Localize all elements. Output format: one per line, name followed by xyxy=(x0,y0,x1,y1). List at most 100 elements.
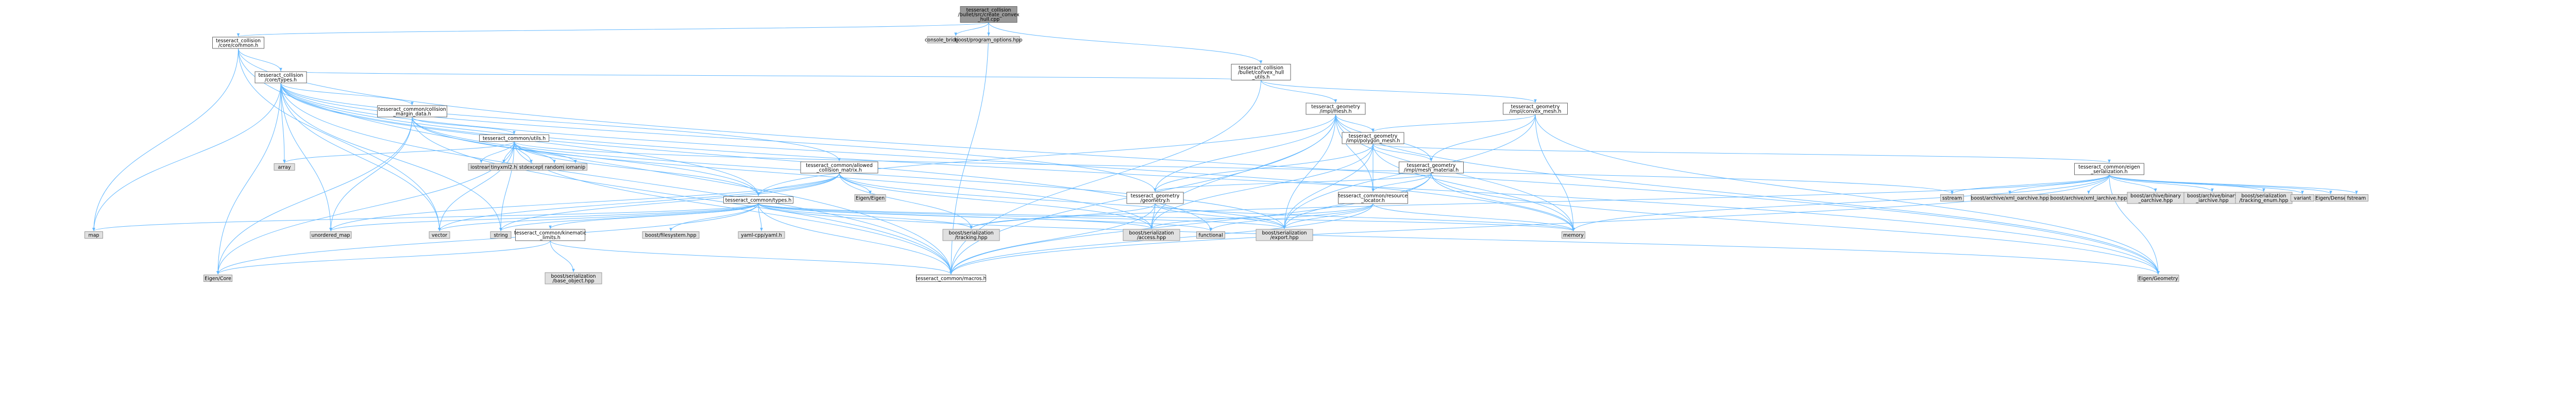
node-sstream: sstream xyxy=(1941,195,1964,201)
node-label: variant xyxy=(2294,196,2311,201)
node-functional: functional xyxy=(1197,232,1225,239)
node-ser-access: boost/serialization/access.hpp xyxy=(1123,229,1180,241)
edge-collision-margin-to-unordered-map xyxy=(331,117,412,231)
edge-core-types-to-map xyxy=(94,83,281,231)
node-label: _locator.h xyxy=(1361,198,1385,204)
edge-core-common-to-map xyxy=(94,48,239,231)
node-label: /impl/polygon_mesh.h xyxy=(1346,138,1400,144)
node-fstream: fstream xyxy=(2345,195,2368,201)
node-label: boost/program_options.hpp xyxy=(955,38,1023,43)
node-core-common[interactable]: tesseract_collision/core/common.h xyxy=(213,37,264,48)
node-label: vector xyxy=(432,233,447,239)
node-geom-mesh[interactable]: tesseract_geometry/impl/mesh.h xyxy=(1306,103,1365,114)
node-unordered-map: unordered_map xyxy=(310,232,351,239)
node-resource-locator[interactable]: tesseract_common/resource_locator.h xyxy=(1338,192,1408,204)
node-variant: variant xyxy=(2291,195,2314,201)
edge-core-types-to-functional xyxy=(281,83,1211,231)
node-collision-margin[interactable]: tesseract_common/collision_margin_data.h xyxy=(378,106,447,117)
node-program-options: boost/program_options.hpp xyxy=(955,37,1023,43)
node-eigen-geometry: Eigen/Geometry xyxy=(2138,275,2179,282)
edge-allowed-collision-to-eigen-eigen xyxy=(839,173,870,194)
node-eigen-core: Eigen/Core xyxy=(204,275,232,282)
node-mesh-material[interactable]: tesseract_geometry/impl/mesh_material.h xyxy=(1399,162,1464,173)
node-geometry[interactable]: tesseract_geometry/geometry.h xyxy=(1127,192,1183,204)
node-ser-export: boost/serialization/export.hpp xyxy=(1256,229,1313,241)
node-common-types[interactable]: tesseract_common/types.h xyxy=(724,197,793,204)
edge-mesh-material-to-memory xyxy=(1431,173,1573,231)
edge-utils-to-sstream xyxy=(514,142,1952,194)
edge-eigen-serialization-to-eigen-dense xyxy=(2109,175,2331,194)
node-label: _hull.cpp xyxy=(977,17,999,23)
node-core-types[interactable]: tesseract_collision/core/types.h xyxy=(255,72,307,83)
node-label: boost/archive/xml_iarchive.hpp xyxy=(2050,196,2127,201)
edge-utils-to-eigen-core xyxy=(218,142,514,275)
node-polygon-mesh[interactable]: tesseract_geometry/impl/polygon_mesh.h xyxy=(1342,132,1404,144)
node-label: _oarchive.hpp xyxy=(2138,198,2173,204)
edge-common-types-to-ser-export xyxy=(758,204,1284,229)
node-yaml: yaml-cpp/yaml.h xyxy=(738,232,785,239)
node-eigen-serialization[interactable]: tesseract_common/eigen_serialization.h xyxy=(2075,163,2144,175)
node-array: array xyxy=(274,164,295,171)
node-label: boost/filesystem.hpp xyxy=(645,233,696,239)
node-string: string xyxy=(490,232,511,239)
edge-polygon-mesh-to-memory xyxy=(1373,144,1573,231)
node-label: tesseract_common/types.h xyxy=(725,198,792,204)
node-label: _margin_data.h xyxy=(393,111,431,117)
node-label: iomanip xyxy=(566,165,585,171)
edge-convex-hull-utils-to-macros xyxy=(951,80,1261,275)
node-map: map xyxy=(85,232,103,239)
node-label: tesseract_common/utils.h xyxy=(483,136,546,142)
node-ser-tracking: boost/serialization/tracking.hpp xyxy=(943,229,999,241)
node-label: iostream xyxy=(470,165,492,171)
node-kinematic-limits[interactable]: tesseract_common/kinematic_limits.h xyxy=(514,229,586,241)
node-label: Eigen/Dense xyxy=(2315,196,2346,201)
edge-geom-mesh-to-common-types xyxy=(758,114,1336,196)
node-label: _iarchive.hpp xyxy=(2195,198,2228,204)
node-label: tinyxml2.h xyxy=(491,165,517,171)
edge-common-types-to-eigen-core xyxy=(218,204,758,275)
edge-common-types-to-vector xyxy=(439,204,758,231)
node-root: tesseract_collision/bullet/src/create_co… xyxy=(958,7,1020,23)
node-base-object: boost/serialization/base_object.hpp xyxy=(545,273,602,284)
node-label: /core/types.h xyxy=(265,77,297,83)
edge-geom-convex-mesh-to-polygon-mesh xyxy=(1373,114,1535,132)
edge-root-to-convex-hull-utils xyxy=(989,23,1261,64)
node-label: array xyxy=(278,165,291,171)
node-label: /base_object.hpp xyxy=(553,278,595,284)
node-label: Eigen/Geometry xyxy=(2138,276,2178,282)
node-random: random xyxy=(543,164,566,171)
node-label: /impl/mesh.h xyxy=(1319,109,1351,114)
node-allowed-collision[interactable]: tesseract_common/allowed_collision_matri… xyxy=(801,162,878,173)
node-label: yaml-cpp/yaml.h xyxy=(741,233,782,239)
node-label: Eigen/Core xyxy=(205,276,231,282)
edge-collision-margin-to-eigen-core xyxy=(218,117,412,275)
node-filesystem: boost/filesystem.hpp xyxy=(642,232,699,239)
node-label: _limits.h xyxy=(539,235,561,241)
node-label: fstream xyxy=(2347,196,2366,201)
node-binary-iarchive: boost/archive/binary_iarchive.hpp xyxy=(2184,192,2241,204)
edge-eigen-serialization-to-memory xyxy=(1573,175,2109,231)
node-label: /export.hpp xyxy=(1270,235,1298,241)
node-eigen-dense: Eigen/Dense xyxy=(2315,195,2346,201)
edge-common-types-to-string xyxy=(501,204,758,231)
edge-mesh-material-to-macros xyxy=(951,173,1431,275)
node-convex-hull-utils[interactable]: tesseract_collision/bullet/convex_hull_u… xyxy=(1231,64,1291,80)
edge-eigen-serialization-to-fstream xyxy=(2109,175,2357,194)
node-geom-convex-mesh[interactable]: tesseract_geometry/impl/convex_mesh.h xyxy=(1503,103,1568,114)
node-label: /impl/convex_mesh.h xyxy=(1510,109,1562,114)
node-label: /tracking.hpp xyxy=(955,235,987,241)
node-xml-iarchive: boost/archive/xml_iarchive.hpp xyxy=(2050,195,2127,201)
edge-utils-to-string xyxy=(501,142,514,231)
edge-core-types-to-eigen-geometry xyxy=(281,83,2158,275)
node-utils[interactable]: tesseract_common/utils.h xyxy=(480,135,549,142)
node-label: boost/archive/xml_oarchive.hpp xyxy=(1971,196,2049,201)
node-label: string xyxy=(494,233,507,239)
node-macros[interactable]: tesseract_common/macros.h xyxy=(916,275,986,282)
edge-convex-hull-utils-to-geom-convex-mesh xyxy=(1261,80,1536,103)
edge-core-common-to-core-types xyxy=(239,48,281,71)
node-tinyxml2: tinyxml2.h xyxy=(490,164,518,171)
node-vector: vector xyxy=(429,232,450,239)
node-label: _utils.h xyxy=(1252,75,1270,80)
edge-common-types-to-unordered-map xyxy=(331,204,758,231)
